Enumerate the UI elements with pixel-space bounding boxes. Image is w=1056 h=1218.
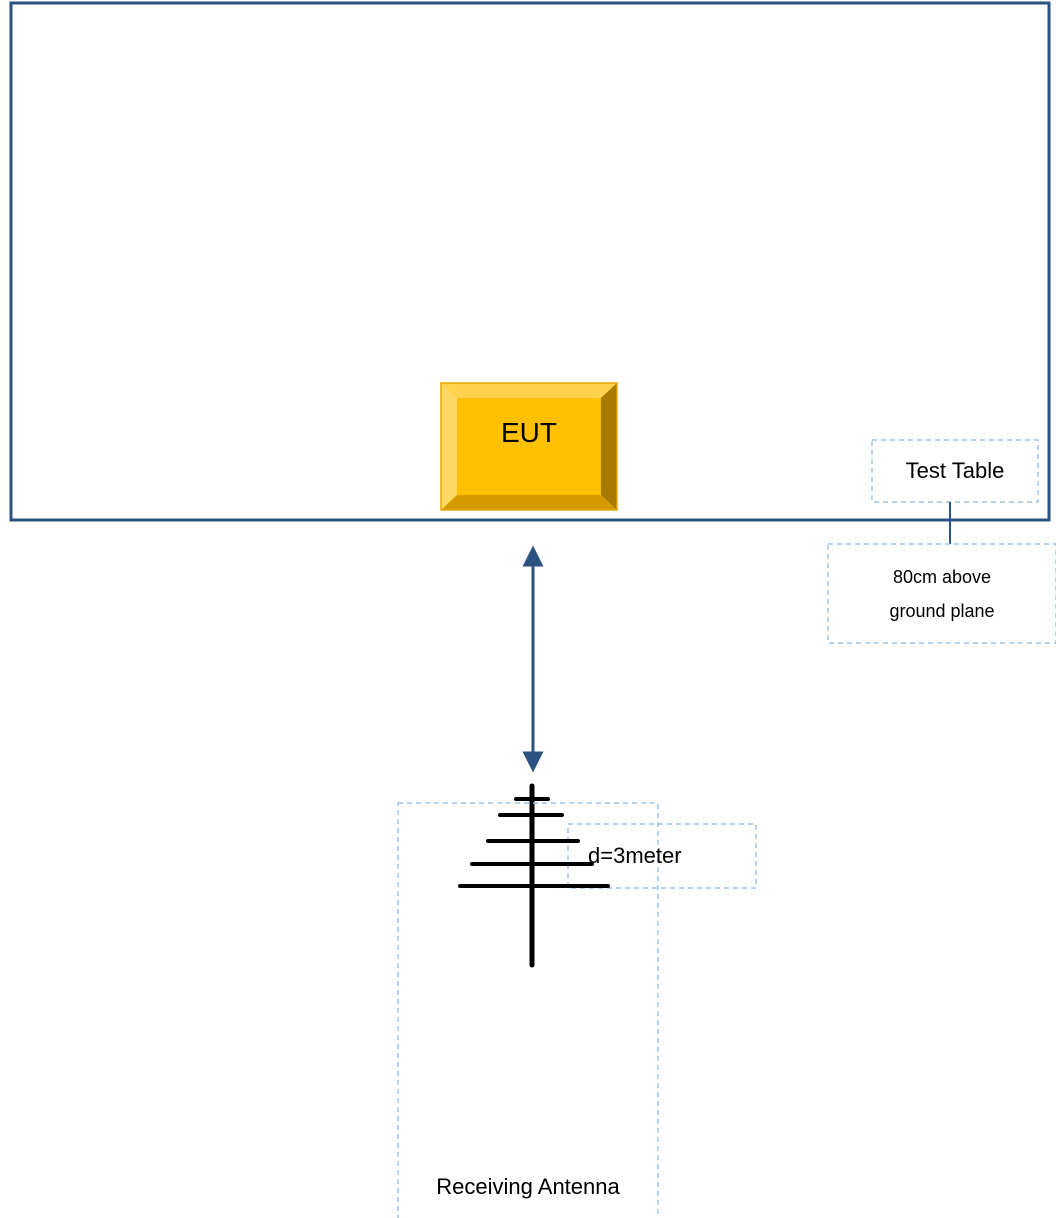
distance-label: d=3meter (588, 843, 682, 868)
table-height-line1: 80cm above (892, 566, 992, 587)
test-table-label: Test Table (905, 458, 1005, 483)
table-height-label: 80cm above ground plane (828, 544, 1056, 643)
test-table-callout (871, 439, 1039, 503)
eut-box (440, 382, 618, 511)
antenna-callout (397, 802, 659, 1218)
distance-callout (567, 823, 757, 889)
table-height-callout (827, 543, 1056, 644)
table-height-line2: ground plane (889, 600, 995, 621)
eut-label: EUT (501, 417, 557, 448)
antenna-icon (458, 783, 610, 968)
antenna-label: Receiving Antenna (436, 1173, 620, 1199)
